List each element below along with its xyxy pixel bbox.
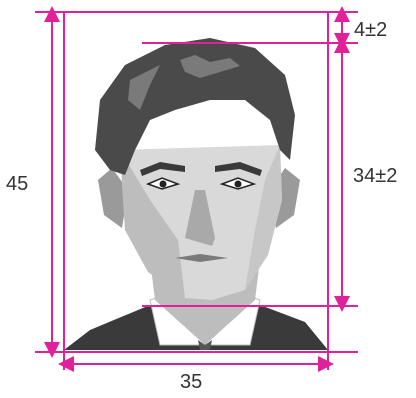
- nose-shape: [185, 190, 215, 246]
- dimension-arrows: [44, 6, 350, 372]
- left-pupil-shape: [159, 180, 167, 188]
- left-ear-shape: [98, 168, 128, 228]
- mouth-shape: [175, 254, 228, 262]
- right-pupil-shape: [234, 180, 242, 188]
- left-eyebrow-shape: [140, 162, 185, 176]
- hair-highlight-left-shape: [128, 65, 160, 110]
- photo-frame-guides: [35, 11, 358, 370]
- portrait-illustration: [64, 38, 328, 350]
- face-shading-shape: [120, 150, 185, 298]
- head-height-label: 34±2: [353, 165, 397, 187]
- suit-shape: [64, 305, 328, 350]
- top-margin-label: 4±2: [354, 19, 387, 41]
- tie-knot-shape: [198, 340, 212, 350]
- height-label: 45: [6, 173, 28, 195]
- right-eyebrow-shape: [215, 162, 262, 176]
- face-shading-right-shape: [245, 145, 282, 290]
- hair-shape: [95, 38, 295, 175]
- hair-highlight-top-shape: [180, 55, 240, 78]
- width-label: 35: [180, 371, 202, 393]
